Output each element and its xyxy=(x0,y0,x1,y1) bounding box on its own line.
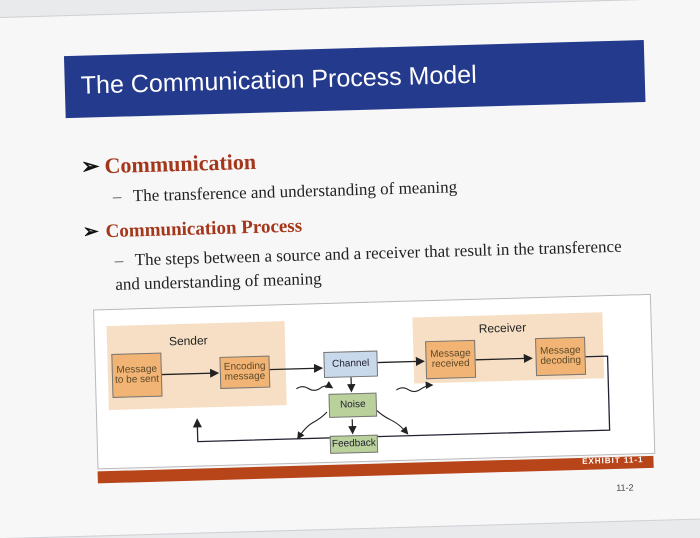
feedback-box: Feedback xyxy=(330,435,378,454)
arrow-bullet-icon: ➢ xyxy=(81,153,100,179)
communication-process-diagram: Sender Receiver Message to be sent Encod… xyxy=(93,294,655,470)
noise-box: Noise xyxy=(329,393,378,418)
message-received-box: Message received xyxy=(425,340,476,379)
decoding-box: Message decoding xyxy=(535,337,586,376)
encoding-box: Encoding message xyxy=(219,356,270,389)
arrow-bullet-icon: ➢ xyxy=(83,220,102,243)
sub-bullet-process-definition: –The steps between a source and a receiv… xyxy=(114,234,635,297)
dash-marker: – xyxy=(114,248,135,273)
exhibit-label: EXHIBIT 11-1 xyxy=(582,455,644,466)
bullet-label: Communication xyxy=(104,149,256,178)
slide-title: The Communication Process Model xyxy=(80,61,477,101)
title-bar: The Communication Process Model xyxy=(64,40,646,118)
dash-marker: – xyxy=(113,186,134,207)
channel-box: Channel xyxy=(323,351,378,378)
sub-bullet-definition: –The transference and understanding of m… xyxy=(113,177,458,207)
page-number: 11-2 xyxy=(616,482,634,492)
bullet-communication-process: ➢ Communication Process xyxy=(83,215,303,244)
sub-bullet-text: The transference and understanding of me… xyxy=(133,177,458,205)
bullet-communication: ➢ Communication xyxy=(81,149,257,180)
bullet-label: Communication Process xyxy=(105,216,302,242)
sub-bullet-text: The steps between a source and a receive… xyxy=(115,237,622,294)
message-sent-box: Message to be sent xyxy=(111,353,162,398)
